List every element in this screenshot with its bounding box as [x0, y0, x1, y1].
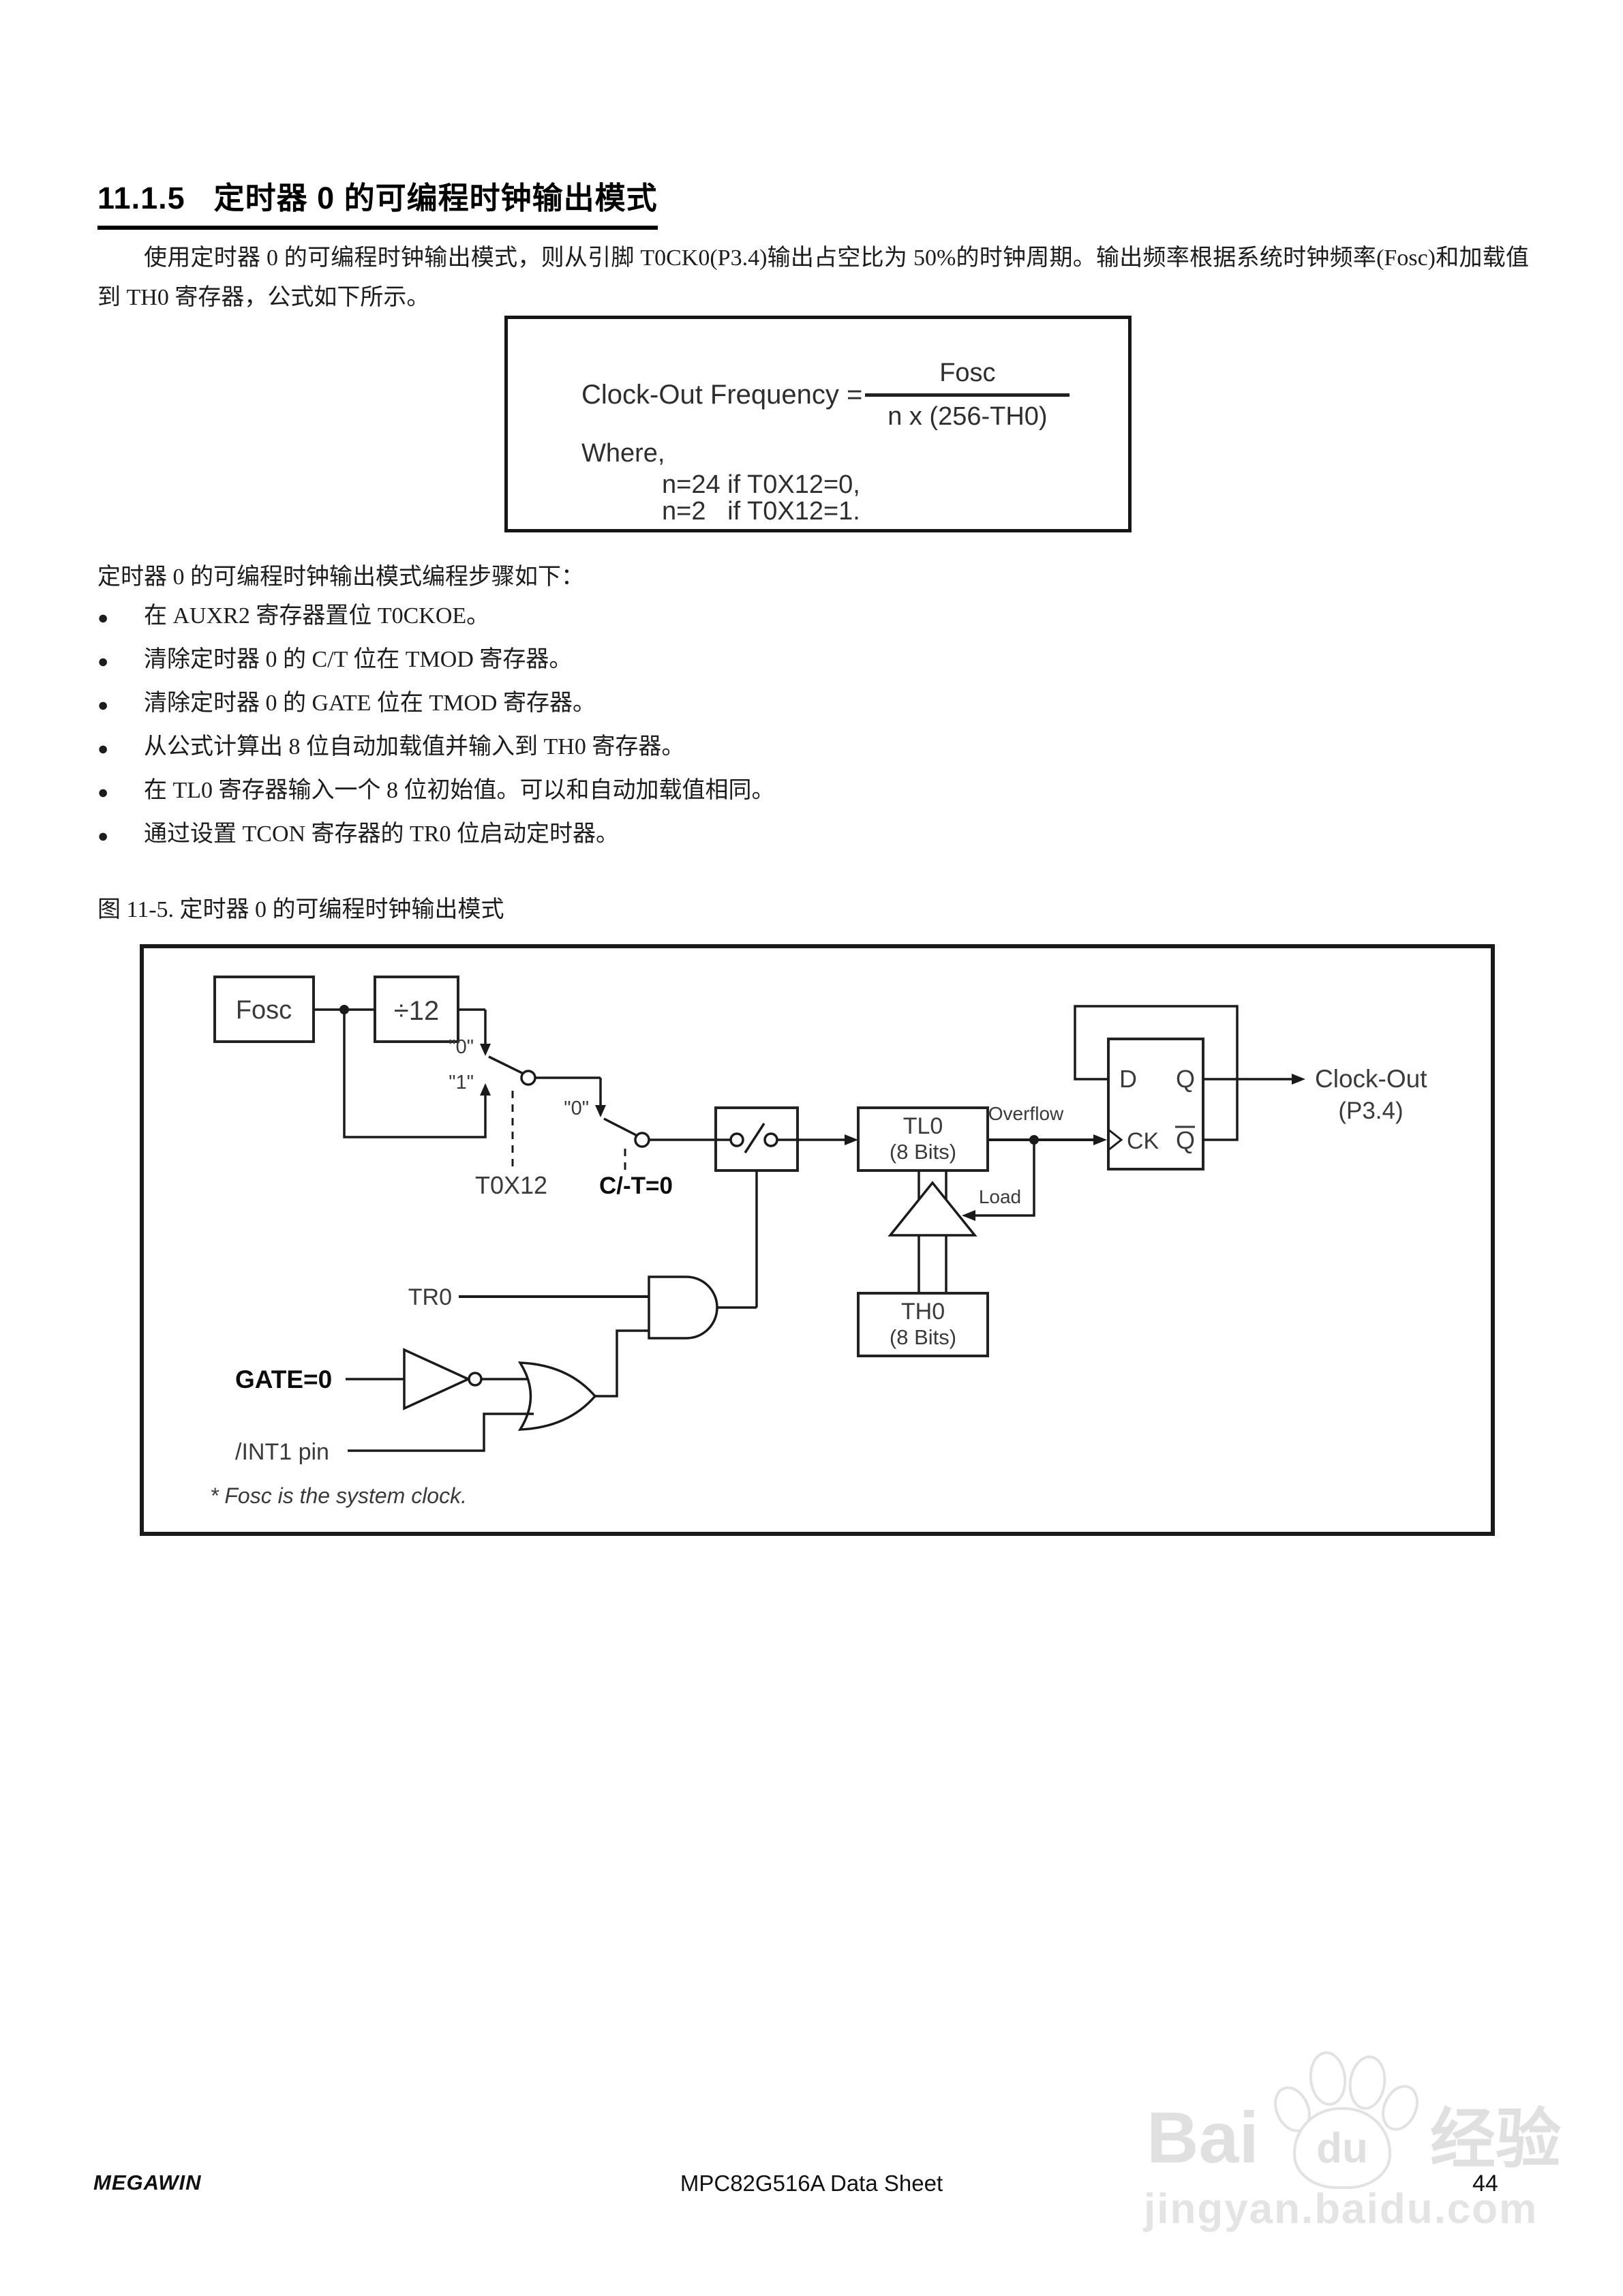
bullet-icon: ●	[97, 738, 109, 759]
switch1-pos1-label: "1"	[449, 1072, 474, 1093]
clock-wedge-icon	[1108, 1128, 1123, 1151]
formula-box: Clock-Out Frequency = Fosc n x (256-TH0)…	[504, 316, 1132, 532]
list-item: ● 从公式计算出 8 位自动加载值并输入到 TH0 寄存器。	[97, 734, 1529, 762]
load-label: Load	[979, 1186, 1021, 1207]
formula-denominator: n x (256-TH0)	[888, 402, 1048, 431]
intro-paragraph: 使用定时器 0 的可编程时钟输出模式，则从引脚 T0CK0(P3.4)输出占空比…	[97, 245, 1529, 310]
formula-case-1: n=24 if T0X12=0,	[662, 470, 860, 499]
tl0-label: TL0	[903, 1113, 943, 1139]
feedback-wire	[1074, 1005, 1239, 1141]
source-boxes	[213, 976, 459, 1043]
bullet-icon: ●	[97, 651, 109, 671]
gate-switch-symbol	[716, 1123, 798, 1153]
dff-qbar-label: Q	[1176, 1126, 1195, 1154]
section-number: 11.1.5	[97, 181, 185, 215]
steps-intro: 定时器 0 的可编程时钟输出模式编程步骤如下：	[97, 564, 584, 590]
list-item: ● 在 TL0 寄存器输入一个 8 位初始值。可以和自动加载值相同。	[97, 777, 1529, 806]
list-item: ● 清除定时器 0 的 C/T 位在 TMOD 寄存器。	[97, 646, 1529, 675]
switch2-pos0-label: "0"	[564, 1098, 589, 1119]
and-gate	[648, 1275, 718, 1340]
paw-toe-icon	[1306, 2049, 1350, 2108]
clockout-pin-label: (P3.4)	[1338, 1098, 1403, 1124]
footer-brand: MEGAWIN	[93, 2171, 202, 2194]
tl0-bits-label: (8 Bits)	[890, 1140, 956, 1164]
bullet-icon: ●	[97, 782, 109, 802]
th0-label: TH0	[901, 1299, 945, 1325]
watermark-url: jingyan.baidu.com	[1144, 2186, 1538, 2233]
list-item: ● 通过设置 TCON 寄存器的 TR0 位启动定时器。	[97, 821, 1529, 849]
formula-lhs: Clock-Out Frequency =	[581, 380, 863, 410]
tl0-box	[857, 1106, 989, 1172]
div12-label: ÷12	[394, 996, 439, 1026]
list-item-text: 清除定时器 0 的 GATE 位在 TMOD 寄存器。	[144, 691, 596, 716]
formula-case-2: n=2 if T0X12=1.	[662, 497, 860, 526]
list-item-text: 从公式计算出 8 位自动加载值并输入到 TH0 寄存器。	[144, 734, 685, 759]
bullet-icon: ●	[97, 695, 109, 715]
arrow-ck-in	[1093, 1134, 1107, 1145]
th0-bits-label: (8 Bits)	[890, 1325, 956, 1349]
footer-page-number: 44	[1472, 2171, 1498, 2196]
dff-q-label: Q	[1176, 1065, 1195, 1093]
figure-note: * Fosc is the system clock.	[210, 1483, 467, 1508]
formula-main: Clock-Out Frequency = Fosc n x (256-TH0)	[581, 359, 1070, 432]
watermark-du-text: du	[1316, 2124, 1368, 2172]
list-item-text: 在 TL0 寄存器输入一个 8 位初始值。可以和自动加载值相同。	[144, 778, 775, 803]
formula-numerator: Fosc	[865, 359, 1070, 397]
list-item-text: 清除定时器 0 的 C/T 位在 TMOD 寄存器。	[144, 647, 573, 672]
figure-caption: 图 11-5. 定时器 0 的可编程时钟输出模式	[97, 897, 504, 922]
dff-box	[1107, 1038, 1204, 1170]
arrow-sw2-0	[595, 1105, 606, 1117]
watermark-jingyan-text: 经验	[1430, 2103, 1561, 2176]
steps-list: ● 在 AUXR2 寄存器置位 T0CKOE。 ● 清除定时器 0 的 C/T …	[97, 603, 1529, 864]
timer0-clock-out-diagram: Fosc ÷12 "0" "1" "0" T0X12 C/-T=0	[140, 944, 1495, 1536]
load-buffer-triangle	[888, 1181, 977, 1237]
inverter-gate	[403, 1348, 472, 1410]
bullet-icon: ●	[97, 607, 109, 628]
or-to-and-wire	[595, 1329, 649, 1398]
list-item-text: 通过设置 TCON 寄存器的 TR0 位启动定时器。	[144, 821, 619, 847]
load-wire	[966, 1140, 1035, 1217]
inverter-bubble	[468, 1372, 483, 1387]
arrow-sw1-1	[480, 1083, 491, 1096]
formula-where: Where,	[581, 439, 665, 468]
list-item-text: 在 AUXR2 寄存器置位 T0CKOE。	[144, 603, 490, 629]
arrow-sw1-0	[480, 1044, 491, 1056]
th0-box	[857, 1292, 989, 1357]
baidu-watermark: Bai du 经验 jingyan.baidu.com	[1132, 2042, 1581, 2253]
switch1-pos0-label: "0"	[449, 1036, 474, 1058]
watermark-bai-text: Bai	[1147, 2098, 1259, 2178]
int1-wire	[348, 1413, 534, 1452]
int1-label: /INT1 pin	[235, 1439, 329, 1465]
junction-dot	[339, 1005, 349, 1014]
section-title: 定时器 0 的可编程时钟输出模式	[213, 181, 658, 215]
footer-doc-title: MPC82G516A Data Sheet	[680, 2171, 943, 2196]
dff-ck-label: CK	[1127, 1128, 1159, 1154]
fosc-box	[213, 976, 315, 1043]
fosc-label: Fosc	[236, 996, 292, 1025]
ct-label: C/-T=0	[599, 1173, 673, 1199]
arrow-tl0-in	[845, 1134, 858, 1145]
overflow-label: Overflow	[988, 1103, 1064, 1124]
clockout-label: Clock-Out	[1315, 1065, 1427, 1093]
t0x12-label: T0X12	[475, 1171, 547, 1199]
section-heading: 11.1.5 定时器 0 的可编程时钟输出模式	[97, 173, 658, 230]
bullet-icon: ●	[97, 826, 109, 846]
switch1-pivot	[520, 1070, 536, 1086]
gate-label: GATE=0	[235, 1365, 332, 1393]
div12-box	[374, 976, 459, 1043]
figure-border	[140, 944, 1495, 1536]
or-gate	[517, 1361, 597, 1431]
formula-fraction: Fosc n x (256-TH0)	[865, 359, 1070, 432]
arrow-clockout	[1292, 1074, 1305, 1085]
switch2-pivot	[634, 1132, 650, 1148]
paw-pad-icon: du	[1293, 2107, 1391, 2189]
baidu-paw-icon: du	[1266, 2049, 1426, 2189]
tr0-label: TR0	[408, 1284, 452, 1310]
list-item: ● 在 AUXR2 寄存器置位 T0CKOE。	[97, 603, 1529, 631]
list-item: ● 清除定时器 0 的 GATE 位在 TMOD 寄存器。	[97, 690, 1529, 719]
dff-d-label: D	[1119, 1065, 1137, 1093]
arrow-load	[962, 1210, 975, 1221]
